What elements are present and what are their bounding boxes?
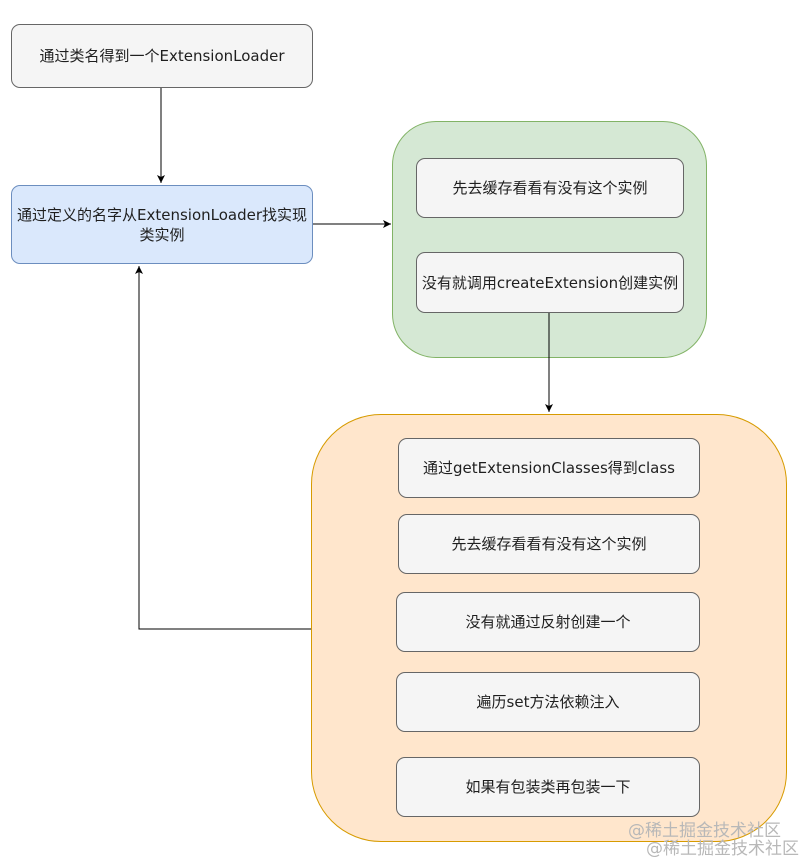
- node-check-cache-1: 先去缓存看看有没有这个实例: [416, 158, 684, 218]
- node-check-cache-2: 先去缓存看看有没有这个实例: [398, 514, 700, 574]
- node-wrap: 如果有包装类再包装一下: [396, 757, 700, 817]
- watermark-line-2: @稀土掘金技术社区: [646, 839, 799, 859]
- edge-create-group-back-to-find-impl: [135, 266, 311, 630]
- node-reflect-create: 没有就通过反射创建一个: [396, 592, 700, 652]
- node-set-injection: 遍历set方法依赖注入: [396, 672, 700, 732]
- node-find-implementation: 通过定义的名字从ExtensionLoader找实现类实例: [11, 185, 313, 264]
- node-create-extension: 没有就调用createExtension创建实例: [416, 252, 684, 313]
- node-get-extension-loader: 通过类名得到一个ExtensionLoader: [11, 24, 313, 88]
- watermark-line-1: @稀土掘金技术社区: [628, 821, 781, 841]
- node-get-extension-classes: 通过getExtensionClasses得到class: [398, 438, 700, 498]
